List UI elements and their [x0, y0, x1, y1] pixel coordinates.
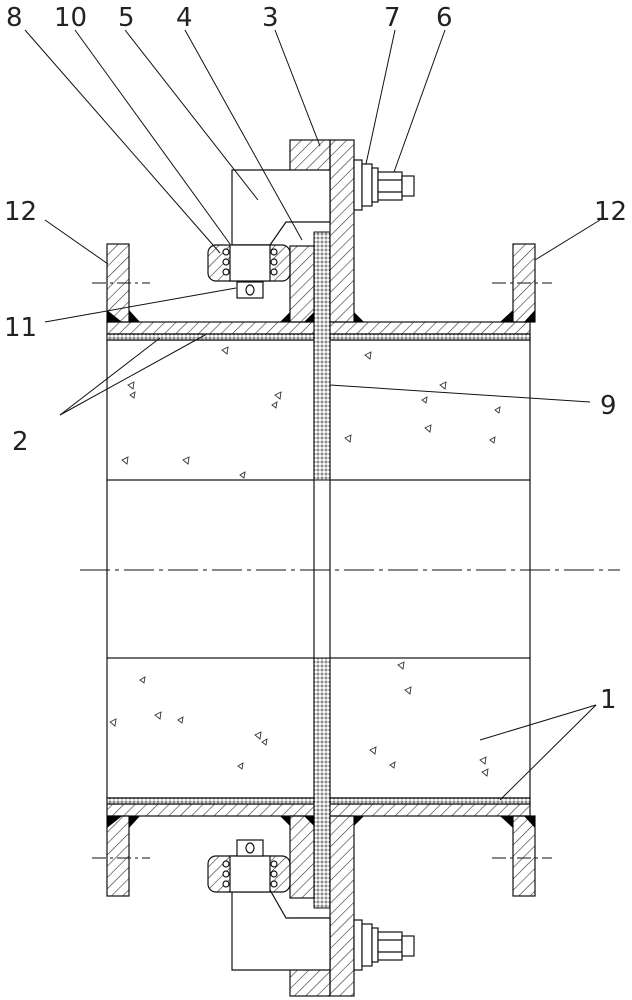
- label-8: 8: [6, 3, 23, 33]
- label-12-left: 12: [4, 197, 37, 227]
- bearing-assembly-lower: [207, 839, 291, 893]
- label-4: 4: [176, 3, 193, 33]
- steel-pipe-wall-lower: [106, 797, 531, 817]
- label-7: 7: [384, 3, 401, 33]
- label-6: 6: [436, 3, 453, 33]
- leader-lines: [24, 29, 601, 801]
- sealing-gasket-9: [313, 231, 331, 909]
- label-5: 5: [118, 3, 135, 33]
- label-11: 11: [4, 313, 37, 343]
- label-2: 2: [12, 427, 29, 457]
- weld-fillets: [107, 310, 535, 828]
- bearing-assembly-upper: [207, 244, 291, 299]
- label-9: 9: [600, 391, 617, 421]
- part-labels: 8 10 5 4 3 7 6 12 12 11 2 9 1: [4, 3, 627, 715]
- label-1: 1: [600, 685, 617, 715]
- steel-pipe-wall-upper: [106, 321, 531, 341]
- bolt-assembly-lower: [353, 919, 415, 971]
- label-10: 10: [54, 3, 87, 33]
- concrete-aggregate-marks: [109, 346, 501, 777]
- bolt-assembly-upper: [353, 159, 415, 211]
- label-12-right: 12: [594, 197, 627, 227]
- label-3: 3: [262, 3, 279, 33]
- concrete-lining-upper: [106, 339, 531, 481]
- bore-lines: [106, 480, 531, 658]
- flange-bolt-centerlines: [92, 282, 552, 859]
